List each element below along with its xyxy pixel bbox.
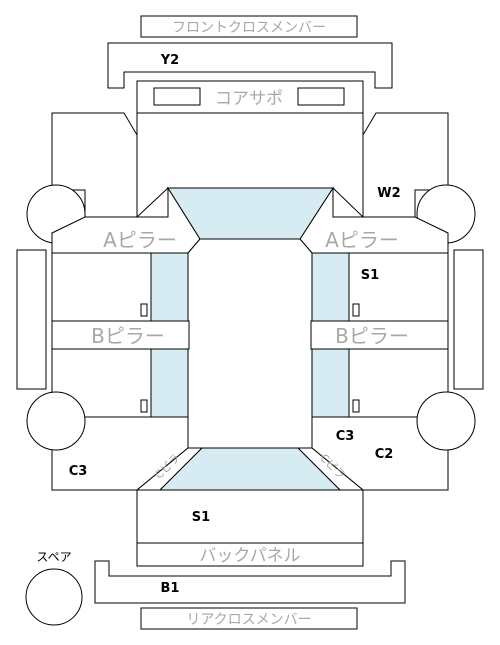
right-front-fender — [362, 112, 449, 218]
core-support-right-slot — [297, 87, 345, 106]
rear-right-wheel — [416, 391, 476, 451]
left-rear-side-window — [150, 348, 189, 418]
y2-label: Y2 — [160, 53, 179, 68]
right-front-side-window — [311, 252, 350, 322]
spare-label: スペア — [36, 550, 71, 564]
left-rear-door-handle — [140, 399, 148, 413]
front-cross-member-label: フロントクロスメンバー — [172, 20, 326, 36]
rear-cross-member-box — [140, 607, 358, 630]
right-rear-side-window — [311, 348, 350, 418]
trunk-lid — [136, 489, 364, 544]
y2-bracket — [107, 42, 393, 89]
a-pillar-left-label: Aピラー — [103, 228, 177, 252]
core-support-label: コアサポ — [215, 89, 283, 109]
back-panel-label: バックパネル — [199, 546, 300, 566]
b1-label: B1 — [161, 581, 180, 596]
b1-bracket — [94, 560, 406, 604]
w2-label: W2 — [377, 186, 400, 201]
rear-left-wheel — [26, 391, 86, 451]
c3-right-label: C3 — [336, 429, 355, 444]
left-side-sill — [16, 249, 47, 390]
s1-right-label: S1 — [361, 268, 379, 283]
right-front-door-handle — [352, 303, 360, 317]
core-support-left-slot — [153, 87, 201, 106]
left-front-side-window — [150, 252, 189, 322]
right-rear-door-handle — [352, 399, 360, 413]
c3-left-label: C3 — [69, 464, 88, 479]
b-pillar-left — [51, 320, 190, 350]
left-front-door — [51, 252, 152, 322]
right-front-door — [348, 252, 449, 322]
cabin-roof — [187, 238, 313, 449]
rear-cross-member-label: リアクロスメンバー — [186, 612, 311, 628]
spare-tire — [25, 568, 83, 626]
b-pillar-right — [310, 320, 449, 350]
back-panel-box — [136, 542, 364, 567]
right-side-sill — [453, 249, 484, 390]
left-front-door-handle — [140, 303, 148, 317]
c2-label: C2 — [375, 447, 394, 462]
b-pillar-right-label: Bピラー — [335, 324, 409, 348]
b-pillar-left-label: Bピラー — [91, 324, 165, 348]
a-pillar-right-label: Aピラー — [325, 228, 399, 252]
front-cross-member-box — [140, 15, 358, 38]
s1-bottom-label: S1 — [192, 510, 210, 525]
